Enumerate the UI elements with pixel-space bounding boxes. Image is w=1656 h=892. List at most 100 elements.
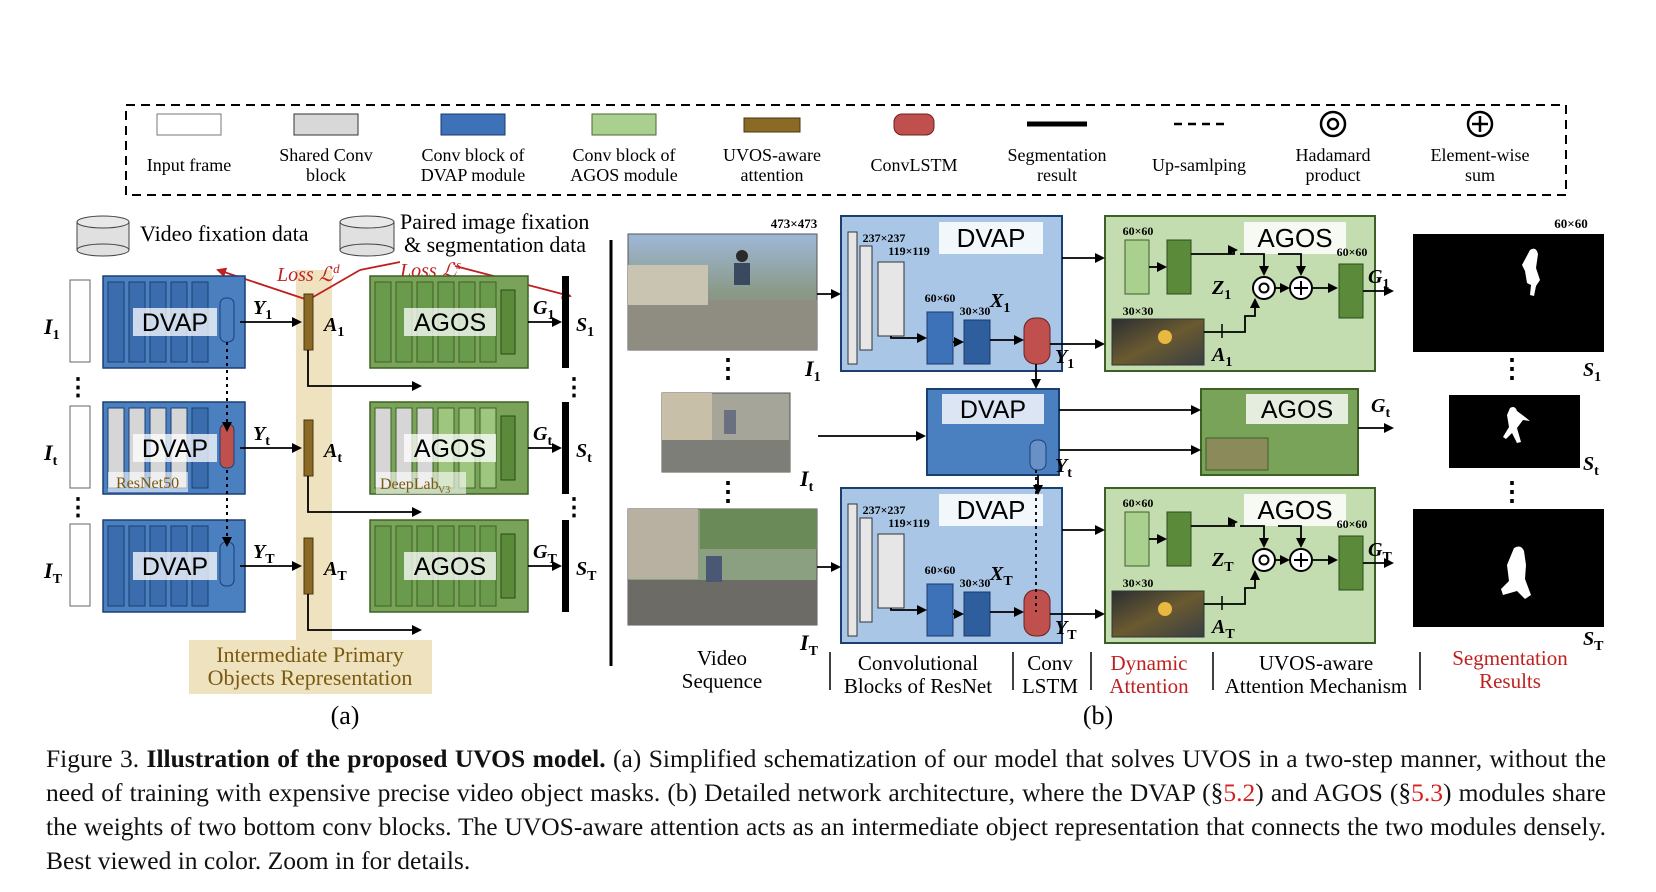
s-b-label-1: S1 — [1583, 359, 1601, 385]
y-b-label-T-sub: T — [1067, 628, 1077, 643]
legend-agos-conv-swatch — [591, 113, 657, 136]
s-label-1-main: S — [576, 440, 587, 462]
attention-highlight-rT — [1158, 602, 1172, 616]
y-label-2-sub: T — [265, 552, 275, 567]
dvap-label-1: DVAP — [142, 435, 208, 463]
z-label-r1: Z1 — [1211, 277, 1231, 303]
attention-bar-0 — [303, 293, 314, 351]
agos-size-60b-rT: 60×60 — [1337, 517, 1368, 531]
agos-size-30-r1: 30×30 — [1123, 304, 1154, 318]
resnet-bg — [108, 472, 188, 492]
agos-label-bg-0 — [404, 308, 496, 336]
legend-sum-label-1: Element-wise — [1431, 145, 1530, 165]
dvap-label-bg-0 — [133, 308, 217, 336]
dvap-label-bg-2 — [133, 552, 217, 580]
caption-text-3: ) modules share the weights of two botto… — [46, 778, 1606, 875]
video-fixation-label: Video fixation data — [140, 221, 309, 246]
video-frame-t — [661, 392, 791, 473]
y-b-label-1-sub: 1 — [1067, 357, 1074, 372]
agos-a-label-r1-sub: 1 — [1225, 355, 1232, 370]
dvap-conv-a-rT — [926, 583, 954, 637]
hadamard-icon-inner-r1 — [1258, 282, 1270, 294]
deeplab-sub: V3 — [438, 485, 450, 496]
agos-full-label-bg-r1 — [1244, 222, 1346, 254]
legend-border — [125, 104, 1567, 196]
seg-mask-1 — [1522, 248, 1540, 296]
legend-input-frame-swatch — [156, 113, 222, 136]
agos-a-label-rT: AT — [1210, 616, 1235, 642]
agos-a-label-r1-main: A — [1210, 344, 1225, 366]
dvap-mid-label-bg — [942, 394, 1044, 424]
caption-ref-1[interactable]: 5.2 — [1223, 778, 1256, 807]
y-b-label-t: Yt — [1055, 455, 1072, 481]
convlstm-mid — [1029, 439, 1047, 471]
y-label-2-main: Y — [253, 541, 267, 563]
input-frame-1 — [69, 405, 91, 489]
a-label-0-sub: 1 — [337, 325, 344, 340]
attention-bar-2 — [303, 537, 314, 595]
agos-mid-label: AGOS — [1261, 396, 1333, 424]
a-label-2: AT — [322, 558, 347, 584]
a-label-1-sub: t — [337, 451, 342, 466]
z-label-rT: ZT — [1211, 549, 1234, 575]
frame-label-t: It — [799, 466, 814, 495]
convlstm-r1 — [1023, 317, 1051, 365]
dvap-label-0: DVAP — [142, 309, 208, 337]
paired-data-label-2: & segmentation data — [404, 232, 586, 257]
agos-flow-g-rT — [1204, 570, 1260, 605]
size-473-label: 473×473 — [771, 216, 818, 231]
g-b-label-T: GT — [1368, 539, 1392, 565]
dynamic-attention-map-rT — [1111, 590, 1205, 638]
agos-flow-b-rT — [1191, 517, 1238, 527]
caption-ref-2[interactable]: 5.3 — [1411, 778, 1444, 807]
input-label-2: IT — [43, 558, 63, 587]
legend-attention-label-2: attention — [741, 165, 804, 185]
loss-d-arrow-right — [307, 269, 361, 301]
agos-conv-a-rT — [1124, 511, 1150, 567]
y-b-label-1: Y1 — [1055, 346, 1074, 372]
agos-layer-2-0 — [374, 525, 392, 607]
legend-dvap-conv-label-1: Conv block of — [422, 145, 525, 165]
input-label-1: It — [43, 440, 58, 469]
dots-a-3: ⋮ — [562, 495, 586, 521]
video-sequence-label-1: Video — [697, 646, 747, 670]
g-label-1: Gt — [533, 423, 552, 449]
x-label-1: X1 — [989, 290, 1010, 316]
y-label-0: Y1 — [253, 297, 272, 323]
seg-mask-T — [1501, 546, 1531, 599]
agos-head-2 — [500, 533, 516, 599]
frame-label-T: IT — [799, 630, 819, 659]
input-frame-2 — [69, 523, 91, 607]
attention-highlight-r1 — [1158, 330, 1172, 344]
dvap-conv-b-rT — [963, 591, 991, 637]
size-30-r1: 30×30 — [960, 304, 991, 318]
agos-a-label-rT-main: A — [1210, 616, 1225, 638]
agos-label-2: AGOS — [414, 553, 486, 581]
shared-conv-c-r1 — [877, 261, 905, 337]
input-label-2-sub: T — [53, 572, 63, 587]
agos-conv-b-r1 — [1166, 239, 1192, 295]
input-label-0-sub: 1 — [53, 328, 60, 343]
agos-label-0: AGOS — [414, 309, 486, 337]
g-label-2-sub: T — [547, 552, 557, 567]
g-label-2-main: G — [533, 541, 548, 563]
agos-a-label-r1: A1 — [1210, 344, 1232, 370]
s-label-0-main: S — [576, 314, 587, 336]
panel-b-rows: DVAP237×237119×11960×6030×30AGOS60×6060×… — [817, 215, 1604, 654]
conv-lstm-label-2: LSTM — [1022, 674, 1078, 698]
y-label-1: Yt — [253, 423, 270, 449]
s-b-label-t-sub: t — [1594, 464, 1599, 479]
dvap-conv-flow-rT — [890, 605, 927, 615]
dots-b-1: ⋮ — [1499, 477, 1525, 506]
seg-bar-1 — [562, 402, 569, 494]
video-dots-1: ⋮ — [715, 354, 741, 383]
convlstm-rT — [1023, 589, 1051, 637]
legend-shared-conv-label-2: block — [306, 165, 346, 185]
y-label-1-main: Y — [253, 423, 267, 445]
iopr-band — [296, 270, 332, 640]
hadamard-icon-inner — [1326, 117, 1340, 131]
seg-results-label-1: Segmentation — [1452, 646, 1568, 670]
legend-attention-label-1: UVOS-aware — [723, 145, 821, 165]
dvap-full-label-bg-rT — [939, 494, 1043, 526]
s-b-label-1-sub: 1 — [1594, 370, 1601, 385]
